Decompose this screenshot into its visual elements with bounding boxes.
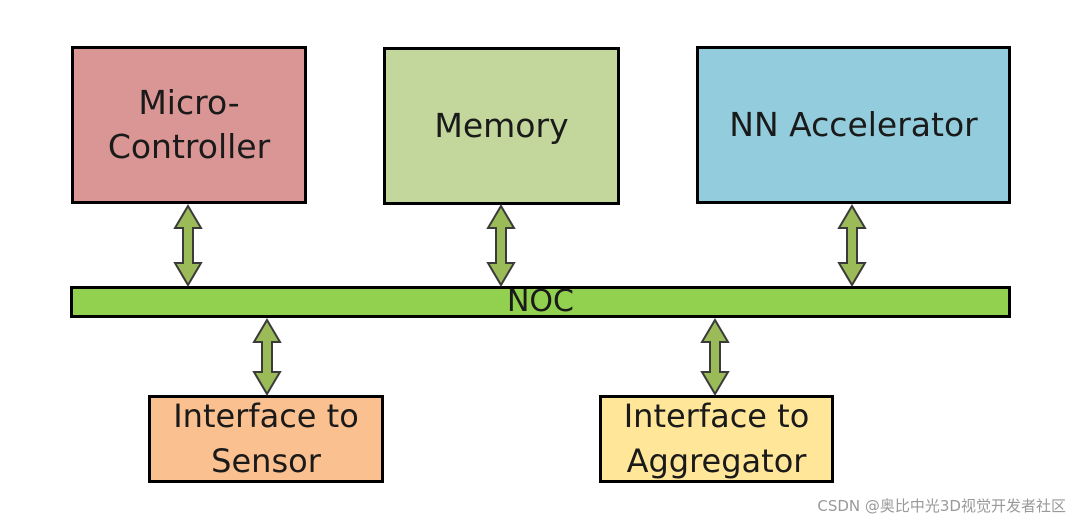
micro-controller-noc-arrow xyxy=(173,204,203,287)
memory-label: Memory xyxy=(434,106,569,145)
nn-accelerator-noc-arrow xyxy=(837,204,867,287)
aggregator-interface-noc-arrow xyxy=(700,318,730,396)
memory-noc-arrow xyxy=(486,204,516,287)
nn-accelerator-block: NN Accelerator xyxy=(696,46,1011,204)
sensor-interface-label: Interface to Sensor xyxy=(173,397,359,480)
sensor-interface-block: Interface to Sensor xyxy=(148,395,384,483)
sensor-interface-noc-arrow xyxy=(252,318,282,396)
micro-controller-block: Micro- Controller xyxy=(71,46,307,204)
noc-label: NOC xyxy=(506,284,574,319)
aggregator-interface-block: Interface to Aggregator xyxy=(599,395,834,483)
memory-block: Memory xyxy=(383,47,620,205)
micro-controller-label: Micro- Controller xyxy=(107,83,271,166)
aggregator-interface-label: Interface to Aggregator xyxy=(623,397,810,480)
nn-accelerator-label: NN Accelerator xyxy=(729,105,978,144)
watermark-text: CSDN @奥比中光3D视觉开发者社区 xyxy=(817,497,1066,515)
noc-bus: NOC xyxy=(70,286,1011,318)
